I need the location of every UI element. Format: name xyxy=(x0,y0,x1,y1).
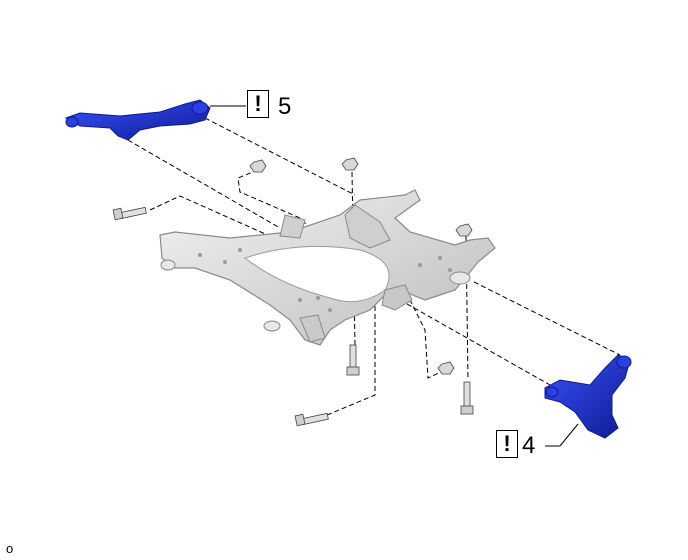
nut-lower-right xyxy=(437,361,455,375)
callout-5-number: 5 xyxy=(278,93,292,120)
front-suspension-crossmember xyxy=(159,189,496,346)
nut-right xyxy=(455,223,473,237)
suspension-arm-part-5 xyxy=(64,99,211,141)
suspension-arm-part-4 xyxy=(544,354,632,439)
bolt-lower-left xyxy=(294,412,329,427)
nut-upper-left xyxy=(249,159,267,173)
bolt-upper-left xyxy=(112,206,147,221)
nut-top-center xyxy=(341,157,359,171)
bolt-vertical-right xyxy=(460,381,474,415)
warning-mark: ! xyxy=(254,91,262,116)
corner-code: o xyxy=(6,541,14,556)
callout-4-number: 4 xyxy=(522,432,536,459)
assembly-guide-lines xyxy=(127,117,621,419)
callout-5-warning-box: ! xyxy=(247,90,269,118)
warning-mark: ! xyxy=(503,431,511,456)
leader-line-part-4-diag xyxy=(559,423,579,447)
callout-4-warning-box: ! xyxy=(496,430,518,458)
bolt-vertical-center xyxy=(346,344,360,376)
